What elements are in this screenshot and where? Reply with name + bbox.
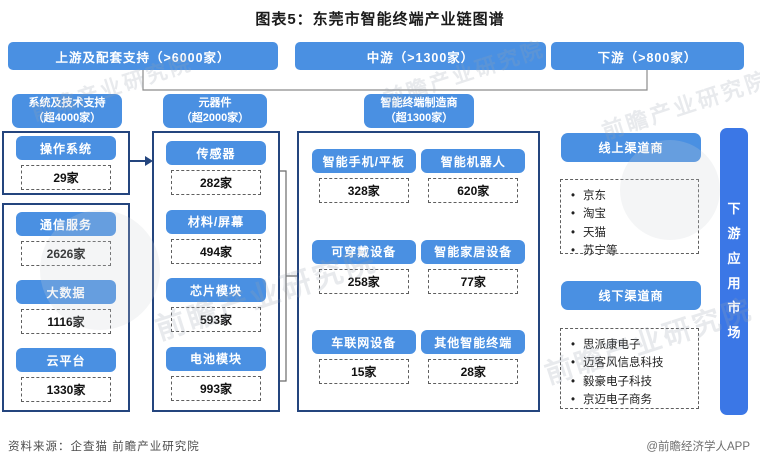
chain-item: 可穿戴设备 258家 [311, 239, 416, 294]
chain-item-count: 620家 [428, 178, 519, 203]
list-item: 淘宝 [569, 205, 690, 224]
chain-item: 车联网设备 15家 [311, 330, 416, 384]
group-header-line1: 系统及技术支持 [28, 97, 106, 110]
list-item: 毅豪电子科技 [569, 373, 690, 392]
chain-item-label: 操作系统 [16, 136, 116, 160]
credit-note: @前瞻经济学人APP [646, 441, 750, 453]
group-header-line2: （超2000家） [180, 112, 250, 124]
chain-item-label: 智能手机/平板 [311, 149, 416, 173]
data-source-note: 资料来源：企查猫 前瞻产业研究院 [8, 441, 200, 453]
chain-item-label: 可穿戴设备 [311, 239, 416, 264]
group-header-manufacturers: 智能终端制造商 （超1300家） [364, 94, 474, 128]
stage-downstream-label: 下游（>800家） [597, 50, 698, 65]
list-item: 思派康电子 [569, 336, 690, 355]
chain-item-count: 1116家 [21, 309, 111, 334]
chain-item: 电池模块 993家 [166, 346, 266, 401]
chain-item-label: 传感器 [166, 141, 266, 165]
bracket-connector [280, 170, 297, 382]
list-item: 天猫 [569, 224, 690, 243]
group-header-components: 元器件 （超2000家） [163, 94, 267, 128]
panel-system-services: 通信服务 2626家 大数据 1116家 云平台 1330家 [2, 203, 130, 412]
chain-item-count: 328家 [318, 178, 409, 203]
stage-downstream: 下游（>800家） [551, 42, 744, 70]
page-title: 图表5：东莞市智能终端产业链图谱 [255, 11, 505, 28]
group-header-line1: 智能终端制造商 [380, 97, 458, 110]
chain-item-count: 2626家 [21, 241, 111, 266]
list-item: 京东 [569, 187, 690, 206]
online-channels-header: 线上渠道商 [561, 133, 701, 162]
chain-item-count: 28家 [428, 359, 519, 384]
group-header-line2: （超4000家） [32, 112, 102, 124]
chain-item-label: 芯片模块 [166, 278, 266, 303]
stage-midstream-label: 中游（>1300家） [366, 50, 475, 65]
list-item: 京迈电子商务 [569, 391, 690, 410]
chain-item-label: 智能机器人 [421, 149, 526, 173]
online-channels-list: 京东 淘宝 天猫 苏宁等 [560, 179, 699, 261]
list-item: 苏宁等 [569, 242, 690, 261]
chain-item-count: 29家 [21, 165, 111, 190]
chain-item: 其他智能终端 28家 [421, 330, 526, 384]
chain-item: 芯片模块 593家 [166, 278, 266, 333]
offline-channels-label: 线下渠道商 [598, 289, 664, 303]
stage-upstream: 上游及配套支持（>6000家） [8, 42, 278, 70]
chain-item: 传感器 282家 [166, 141, 266, 195]
chain-item: 智能机器人 620家 [421, 149, 526, 203]
stage-upstream-label: 上游及配套支持（>6000家） [55, 50, 231, 65]
chain-item-count: 15家 [318, 359, 409, 384]
chain-item: 通信服务 2626家 [16, 212, 116, 266]
chain-item-label: 云平台 [16, 348, 116, 372]
stage-connector-line [142, 70, 648, 91]
chain-item-label: 智能家居设备 [421, 239, 526, 264]
panel-components: 传感器 282家 材料/屏幕 494家 芯片模块 593家 电池模块 993家 [152, 131, 280, 412]
chain-item-count: 258家 [318, 268, 409, 294]
chain-item-label: 通信服务 [16, 212, 116, 236]
chain-item: 智能家居设备 77家 [421, 239, 526, 294]
chain-item: 材料/屏幕 494家 [166, 209, 266, 264]
chain-item-count: 494家 [171, 238, 261, 264]
chain-item: 云平台 1330家 [16, 348, 116, 402]
chain-item-count: 993家 [171, 375, 261, 401]
chain-item-count: 77家 [428, 268, 519, 294]
flow-arrow-icon [130, 156, 153, 166]
group-header-line1: 元器件 [198, 97, 232, 110]
downstream-market-bar: 下游应用市场 [720, 128, 748, 415]
chain-item: 大数据 1116家 [16, 280, 116, 334]
chain-item-label: 大数据 [16, 280, 116, 304]
chain-item: 操作系统 29家 [16, 136, 116, 190]
panel-operating-system: 操作系统 29家 [2, 131, 130, 195]
list-item: 迈客风信息科技 [569, 354, 690, 373]
online-channels-label: 线上渠道商 [598, 141, 664, 155]
chain-item-count: 593家 [171, 307, 261, 333]
chain-item-label: 车联网设备 [311, 330, 416, 354]
offline-channels-header: 线下渠道商 [561, 281, 701, 310]
panel-manufacturers: 智能手机/平板 328家 智能机器人 620家 可穿戴设备 258家 智能家居设… [297, 131, 540, 412]
chain-item-label: 电池模块 [166, 346, 266, 371]
chain-item: 智能手机/平板 328家 [311, 149, 416, 203]
downstream-market-label: 下游应用市场 [727, 201, 741, 340]
stage-midstream: 中游（>1300家） [295, 42, 546, 70]
offline-channels-list: 思派康电子 迈客风信息科技 毅豪电子科技 京迈电子商务 [560, 328, 699, 410]
chain-item-label: 其他智能终端 [421, 330, 526, 354]
group-header-system-support: 系统及技术支持 （超4000家） [12, 94, 122, 128]
chain-item-label: 材料/屏幕 [166, 209, 266, 234]
group-header-line2: （超1300家） [384, 112, 454, 124]
chain-item-count: 1330家 [21, 377, 111, 402]
chain-item-count: 282家 [171, 170, 261, 195]
